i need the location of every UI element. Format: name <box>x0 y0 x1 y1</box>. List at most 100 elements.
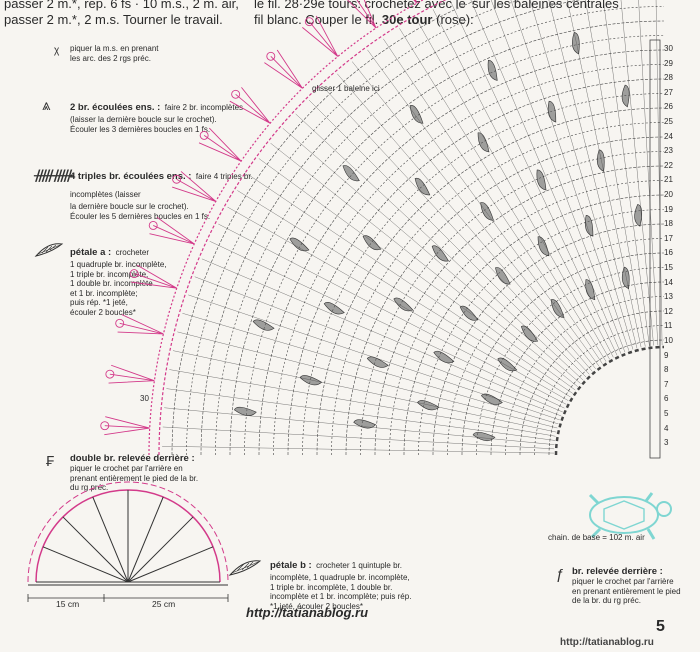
br-relevee-icon: ƒ <box>556 566 565 583</box>
radial-stitch-line <box>182 313 559 425</box>
radial-stitch-line <box>209 241 565 409</box>
row-number: 18 <box>664 219 673 229</box>
dim-left: 15 cm <box>56 599 80 609</box>
pink-picot <box>148 220 158 230</box>
legend-4-line1: prenant entièrement le pied de la br. <box>70 473 199 483</box>
radial-stitch-line <box>337 73 593 372</box>
row-arc <box>273 64 665 456</box>
umbrella-rib <box>127 546 214 583</box>
umbrella-rib <box>62 516 129 583</box>
petal-mark <box>362 235 382 251</box>
pink-picot <box>172 174 182 184</box>
chain-label: chain. de base = 102 m. air <box>548 533 645 542</box>
pink-picot <box>266 51 276 61</box>
radial-stitch-line <box>450 0 618 356</box>
legend-1-line1: (laisser la dernière boucle sur le croch… <box>70 115 217 124</box>
turtle-watermark <box>588 492 672 540</box>
row-number: 16 <box>664 248 673 258</box>
row-arc <box>200 0 581 456</box>
umbrella-rib <box>127 516 194 583</box>
pink-fan <box>413 0 418 4</box>
radial-stitch-line <box>510 0 630 351</box>
petal-mark <box>353 419 377 429</box>
radial-stitch-line <box>258 158 576 391</box>
row-number: 11 <box>664 321 673 331</box>
petal-mark <box>634 204 643 227</box>
radial-stitch-line <box>172 350 557 433</box>
pink-fan <box>172 171 217 202</box>
radial-stitch-line <box>270 143 578 387</box>
row-number: 22 <box>664 160 673 170</box>
petal-mark <box>289 237 310 252</box>
left-row-label: 30 <box>140 394 149 403</box>
row-arc <box>554 345 665 456</box>
row-number: 30 <box>664 44 673 53</box>
header-col2-line1: fil blanc. Couper le fil. <box>254 12 379 27</box>
pink-picot <box>129 269 139 279</box>
legend-2-line0: faire 4 triples br. incomplètes (laisser <box>70 172 253 199</box>
br-relevee-line0: piquer le crochet par l'arrière <box>572 577 674 586</box>
petal-mark <box>547 100 557 123</box>
radial-stitch-line <box>295 113 584 381</box>
radial-stitch-line <box>470 0 622 354</box>
pink-fan <box>149 216 195 245</box>
petal-mark <box>477 132 490 153</box>
petal-b-line1: incomplète, 1 quadruple br. incomplète, <box>270 573 410 582</box>
row-number: 15 <box>664 263 673 272</box>
petal-mark <box>550 299 565 318</box>
umbrella-schematic <box>27 481 229 602</box>
pink-fan <box>198 127 242 162</box>
legend-4-title: double br. relevée derrière : <box>70 453 195 464</box>
header-col1-line2: passer 2 m.*, 2 m.s. Tourner le travail. <box>4 12 223 27</box>
petal-mark <box>571 32 580 55</box>
diagram-petals <box>233 32 643 441</box>
row-arc <box>360 151 665 456</box>
row-number: 5 <box>664 409 669 418</box>
row-number: 19 <box>664 204 673 214</box>
petal-mark <box>417 400 440 411</box>
header-col2-color: (rose): <box>436 12 474 27</box>
legend-4-line2: du rg préc. <box>70 483 109 492</box>
legend-4-line0: piquer le crochet par l'arrière en <box>70 464 183 473</box>
pink-fan <box>302 15 339 57</box>
petal-b-icon <box>228 560 262 576</box>
radial-stitch-line <box>383 38 603 364</box>
petal-mark <box>596 149 605 172</box>
petal-b-title: pétale b : <box>270 560 312 571</box>
radial-stitch-line <box>638 0 659 346</box>
legend-3-line3: 1 double br. incomplète <box>70 279 153 288</box>
row-number: 21 <box>664 175 673 185</box>
footer-url[interactable]: http://tatianablog.ru <box>246 605 369 620</box>
watermark-url: http://tatianablog.ru <box>560 637 654 648</box>
row-arc <box>186 0 521 456</box>
petal-mark <box>472 431 496 441</box>
legend-1-line0: faire 2 br. incomplètes <box>164 103 244 112</box>
petal-mark <box>621 266 630 290</box>
two-tr-closed-icon: ⩓ <box>42 97 51 114</box>
legend-1-line2: Écouler les 3 dernières boucles en 1 fs. <box>70 124 211 134</box>
legend-1-title: 2 br. écoulées ens. : <box>70 102 161 113</box>
radial-stitch-line <box>585 0 646 347</box>
legend-2-title: 4 triples br. écoulées ens. : <box>70 171 192 182</box>
row-number: 17 <box>664 233 673 243</box>
petal-mark <box>323 302 345 315</box>
petal-mark <box>584 215 594 237</box>
petal-mark <box>342 165 360 182</box>
radial-stitch-line <box>620 0 654 346</box>
radial-stitch-line <box>567 0 642 348</box>
pink-fan <box>347 0 377 29</box>
radial-stitch-line <box>162 426 555 450</box>
pink-picot <box>100 421 110 431</box>
row-number: 7 <box>664 379 669 389</box>
radial-stitch-line <box>237 190 571 398</box>
header-col3: sur les baleines centrales <box>472 0 619 11</box>
radial-stitch-line <box>399 28 607 362</box>
pink-fan <box>104 416 150 436</box>
row-number: 4 <box>664 423 669 433</box>
radial-stitch-line <box>352 61 596 369</box>
petal-mark <box>299 375 323 386</box>
legend-3-line5: puis rép. *1 jeté, <box>70 298 128 307</box>
radial-stitch-line <box>247 174 573 394</box>
petal-b-line0: crocheter 1 quintuple br. <box>316 561 402 570</box>
row-number: 14 <box>664 277 673 287</box>
